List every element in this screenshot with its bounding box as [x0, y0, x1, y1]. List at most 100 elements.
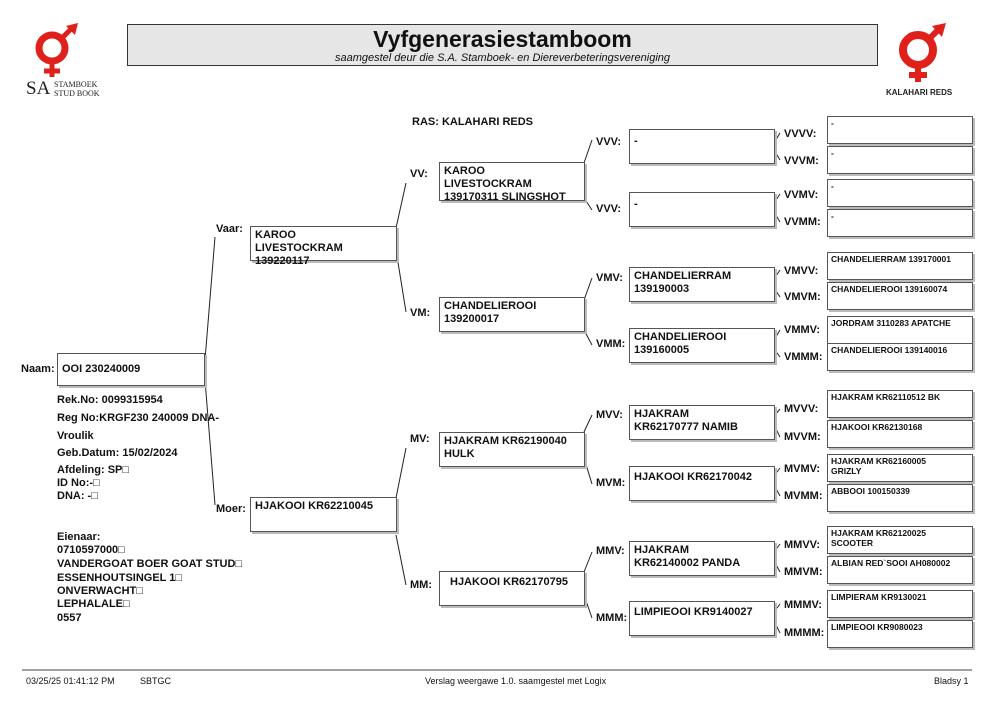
- mvm-box: HJAKOOI KR62170042: [629, 466, 775, 501]
- gen4-name: HJAKRAM KR62110512 BK: [831, 392, 941, 402]
- mv-name: HJAKRAM KR62190040 HULK: [444, 435, 567, 460]
- vm-label: VM:: [410, 307, 431, 319]
- gen4-name: -: [831, 118, 834, 128]
- vm-box: CHANDELIEROOI 139200017: [439, 297, 585, 332]
- owner-line-6: 0557: [57, 612, 82, 624]
- sire-name: KAROO LIVESTOCKRAM 139220117: [255, 229, 343, 267]
- vvv-label: VVV:: [596, 136, 622, 148]
- vmm-box: CHANDELIEROOI 139160005: [629, 328, 775, 363]
- vmv-name: CHANDELIERRAM 139190003: [634, 270, 732, 295]
- vv-name: KAROO LIVESTOCKRAM 139170311 SLINGSHOT: [444, 165, 566, 203]
- gen4-box: -: [827, 179, 973, 207]
- gen4-label: MMVM:: [784, 566, 823, 578]
- gen4-box: ALBIAN RED`SOOI AH080002: [827, 556, 973, 584]
- vv-box: KAROO LIVESTOCKRAM 139170311 SLINGSHOT: [439, 162, 585, 203]
- owner-line-5: LEPHALALE□: [57, 598, 130, 610]
- owner-line-3: ESSENHOUTSINGEL 1□: [57, 572, 183, 584]
- vm-name: CHANDELIEROOI 139200017: [444, 300, 537, 325]
- gen4-label: MMMV:: [784, 599, 822, 611]
- vvv-box: -: [629, 129, 775, 164]
- mv-box: HJAKRAM KR62190040 HULK: [439, 432, 585, 467]
- gen4-box: -: [827, 116, 973, 144]
- gen4-label: VVVV:: [784, 128, 817, 140]
- dam-label: Moer:: [216, 503, 246, 515]
- page-subtitle: saamgestel deur die S.A. Stamboek- en Di…: [334, 52, 671, 64]
- mm-box: HJAKOOI KR62170795: [439, 571, 585, 606]
- sex: Vroulik: [57, 430, 94, 442]
- vmm-label: VMM:: [596, 338, 626, 350]
- mvm-name: HJAKOOI KR62170042: [634, 471, 753, 483]
- reg-no: Reg No:KRGF230 240009 DNA-: [57, 412, 219, 424]
- gen4-name: HJAKRAM KR62120025 SCOOTER: [831, 528, 926, 548]
- owner-label: Eienaar:: [57, 531, 101, 543]
- dam-name: HJAKOOI KR62210045: [255, 500, 374, 512]
- logo-stamboek-text: STAMBOEK: [54, 80, 98, 89]
- animal-name-box: OOI 230240009: [57, 353, 205, 386]
- vmm-name: CHANDELIEROOI 139160005: [634, 331, 727, 356]
- gen4-box: HJAKOOI KR62130168: [827, 420, 973, 448]
- gender-symbol-icon: [899, 23, 946, 82]
- gen4-label: VVVM:: [784, 155, 819, 167]
- breed-label: RAS: KALAHARI REDS: [412, 116, 533, 128]
- gen4-label: MVVV:: [784, 403, 819, 415]
- mmv-box: HJAKRAM KR62140002 PANDA: [629, 541, 775, 576]
- afdeling: Afdeling: SP□: [57, 464, 130, 476]
- gen4-box: HJAKRAM KR62110512 BK: [827, 390, 973, 418]
- gen4-box: ABBOOI 100150339: [827, 484, 973, 512]
- gen4-box: LIMPIEOOI KR9080023: [827, 620, 973, 648]
- mvm-label: MVM:: [596, 477, 626, 489]
- footer-datetime: 03/25/25 01:41:12 PM: [26, 676, 115, 686]
- sire-box: KAROO LIVESTOCKRAM 139220117: [250, 226, 397, 267]
- mm-label: MM:: [410, 579, 432, 591]
- gen4-name: -: [831, 148, 834, 158]
- gen4-name: ALBIAN RED`SOOI AH080002: [831, 558, 951, 568]
- gen4-box: -: [827, 209, 973, 237]
- naam-label: Naam:: [21, 363, 55, 375]
- gen4-name: HJAKRAM KR62160005 GRIZLY: [831, 456, 926, 476]
- animal-name: OOI 230240009: [62, 363, 141, 375]
- gen4-name: LIMPIERAM KR9130021: [831, 592, 927, 602]
- vvv-name: -: [634, 135, 638, 147]
- gen4-name: -: [831, 181, 834, 191]
- gen4-label: VVMV:: [784, 189, 819, 201]
- gen4-label: MMMM:: [784, 627, 825, 639]
- gen4-box: CHANDELIERRAM 139170001: [827, 252, 973, 280]
- owner-line-4: ONVERWACHT□: [57, 585, 143, 597]
- sire-label: Vaar:: [216, 223, 243, 235]
- gen4-box: JORDRAM 3110283 APATCHE: [827, 316, 973, 344]
- gen4-label: VMVV:: [784, 265, 819, 277]
- logo-kalahari-text: KALAHARI REDS: [886, 88, 953, 97]
- gen4-label: MVMM:: [784, 490, 823, 502]
- footer-report: Verslag weergawe 1.0. saamgestel met Log…: [425, 676, 607, 686]
- dna: DNA: -□: [57, 490, 98, 502]
- title-banner: Vyfgenerasiestamboom saamgestel deur die…: [127, 24, 878, 66]
- mvv-label: MVV:: [596, 409, 623, 421]
- birth-date: Geb.Datum: 15/02/2024: [57, 447, 178, 459]
- id-no: ID No:-□: [57, 477, 100, 489]
- gen4-box: HJAKRAM KR62120025 SCOOTER: [827, 526, 973, 554]
- mvv-box: HJAKRAM KR62170777 NAMIB: [629, 405, 775, 440]
- gen4-label: VMMV:: [784, 324, 821, 336]
- gen4-label: VMVM:: [784, 291, 821, 303]
- footer-code: SBTGC: [140, 676, 172, 686]
- gen4-label: MVVM:: [784, 431, 821, 443]
- mmm-box: LIMPIEOOI KR9140027: [629, 601, 775, 636]
- gen4-box: CHANDELIEROOI 139160074: [827, 282, 973, 310]
- gen4-box: CHANDELIEROOI 139140016: [827, 343, 973, 371]
- vv-label: VV:: [410, 168, 428, 180]
- rek-no: Rek.No: 0099315954: [57, 394, 163, 406]
- gen4-name: CHANDELIEROOI 139140016: [831, 345, 948, 355]
- mmm-name: LIMPIEOOI KR9140027: [634, 606, 753, 618]
- vvm-label: VVV:: [596, 203, 622, 215]
- vmv-label: VMV:: [596, 272, 623, 284]
- gen4-label: VMMM:: [784, 351, 823, 363]
- logo-studbook-text: STUD BOOK: [54, 89, 100, 98]
- gen4-label: MVMV:: [784, 463, 821, 475]
- mmv-name: HJAKRAM KR62140002 PANDA: [634, 544, 741, 569]
- gen4-label: VVMM:: [784, 216, 821, 228]
- gen4-name: CHANDELIEROOI 139160074: [831, 284, 948, 294]
- gen4-box: LIMPIERAM KR9130021: [827, 590, 973, 618]
- mvv-name: HJAKRAM KR62170777 NAMIB: [634, 408, 738, 433]
- gen4-name: -: [831, 211, 834, 221]
